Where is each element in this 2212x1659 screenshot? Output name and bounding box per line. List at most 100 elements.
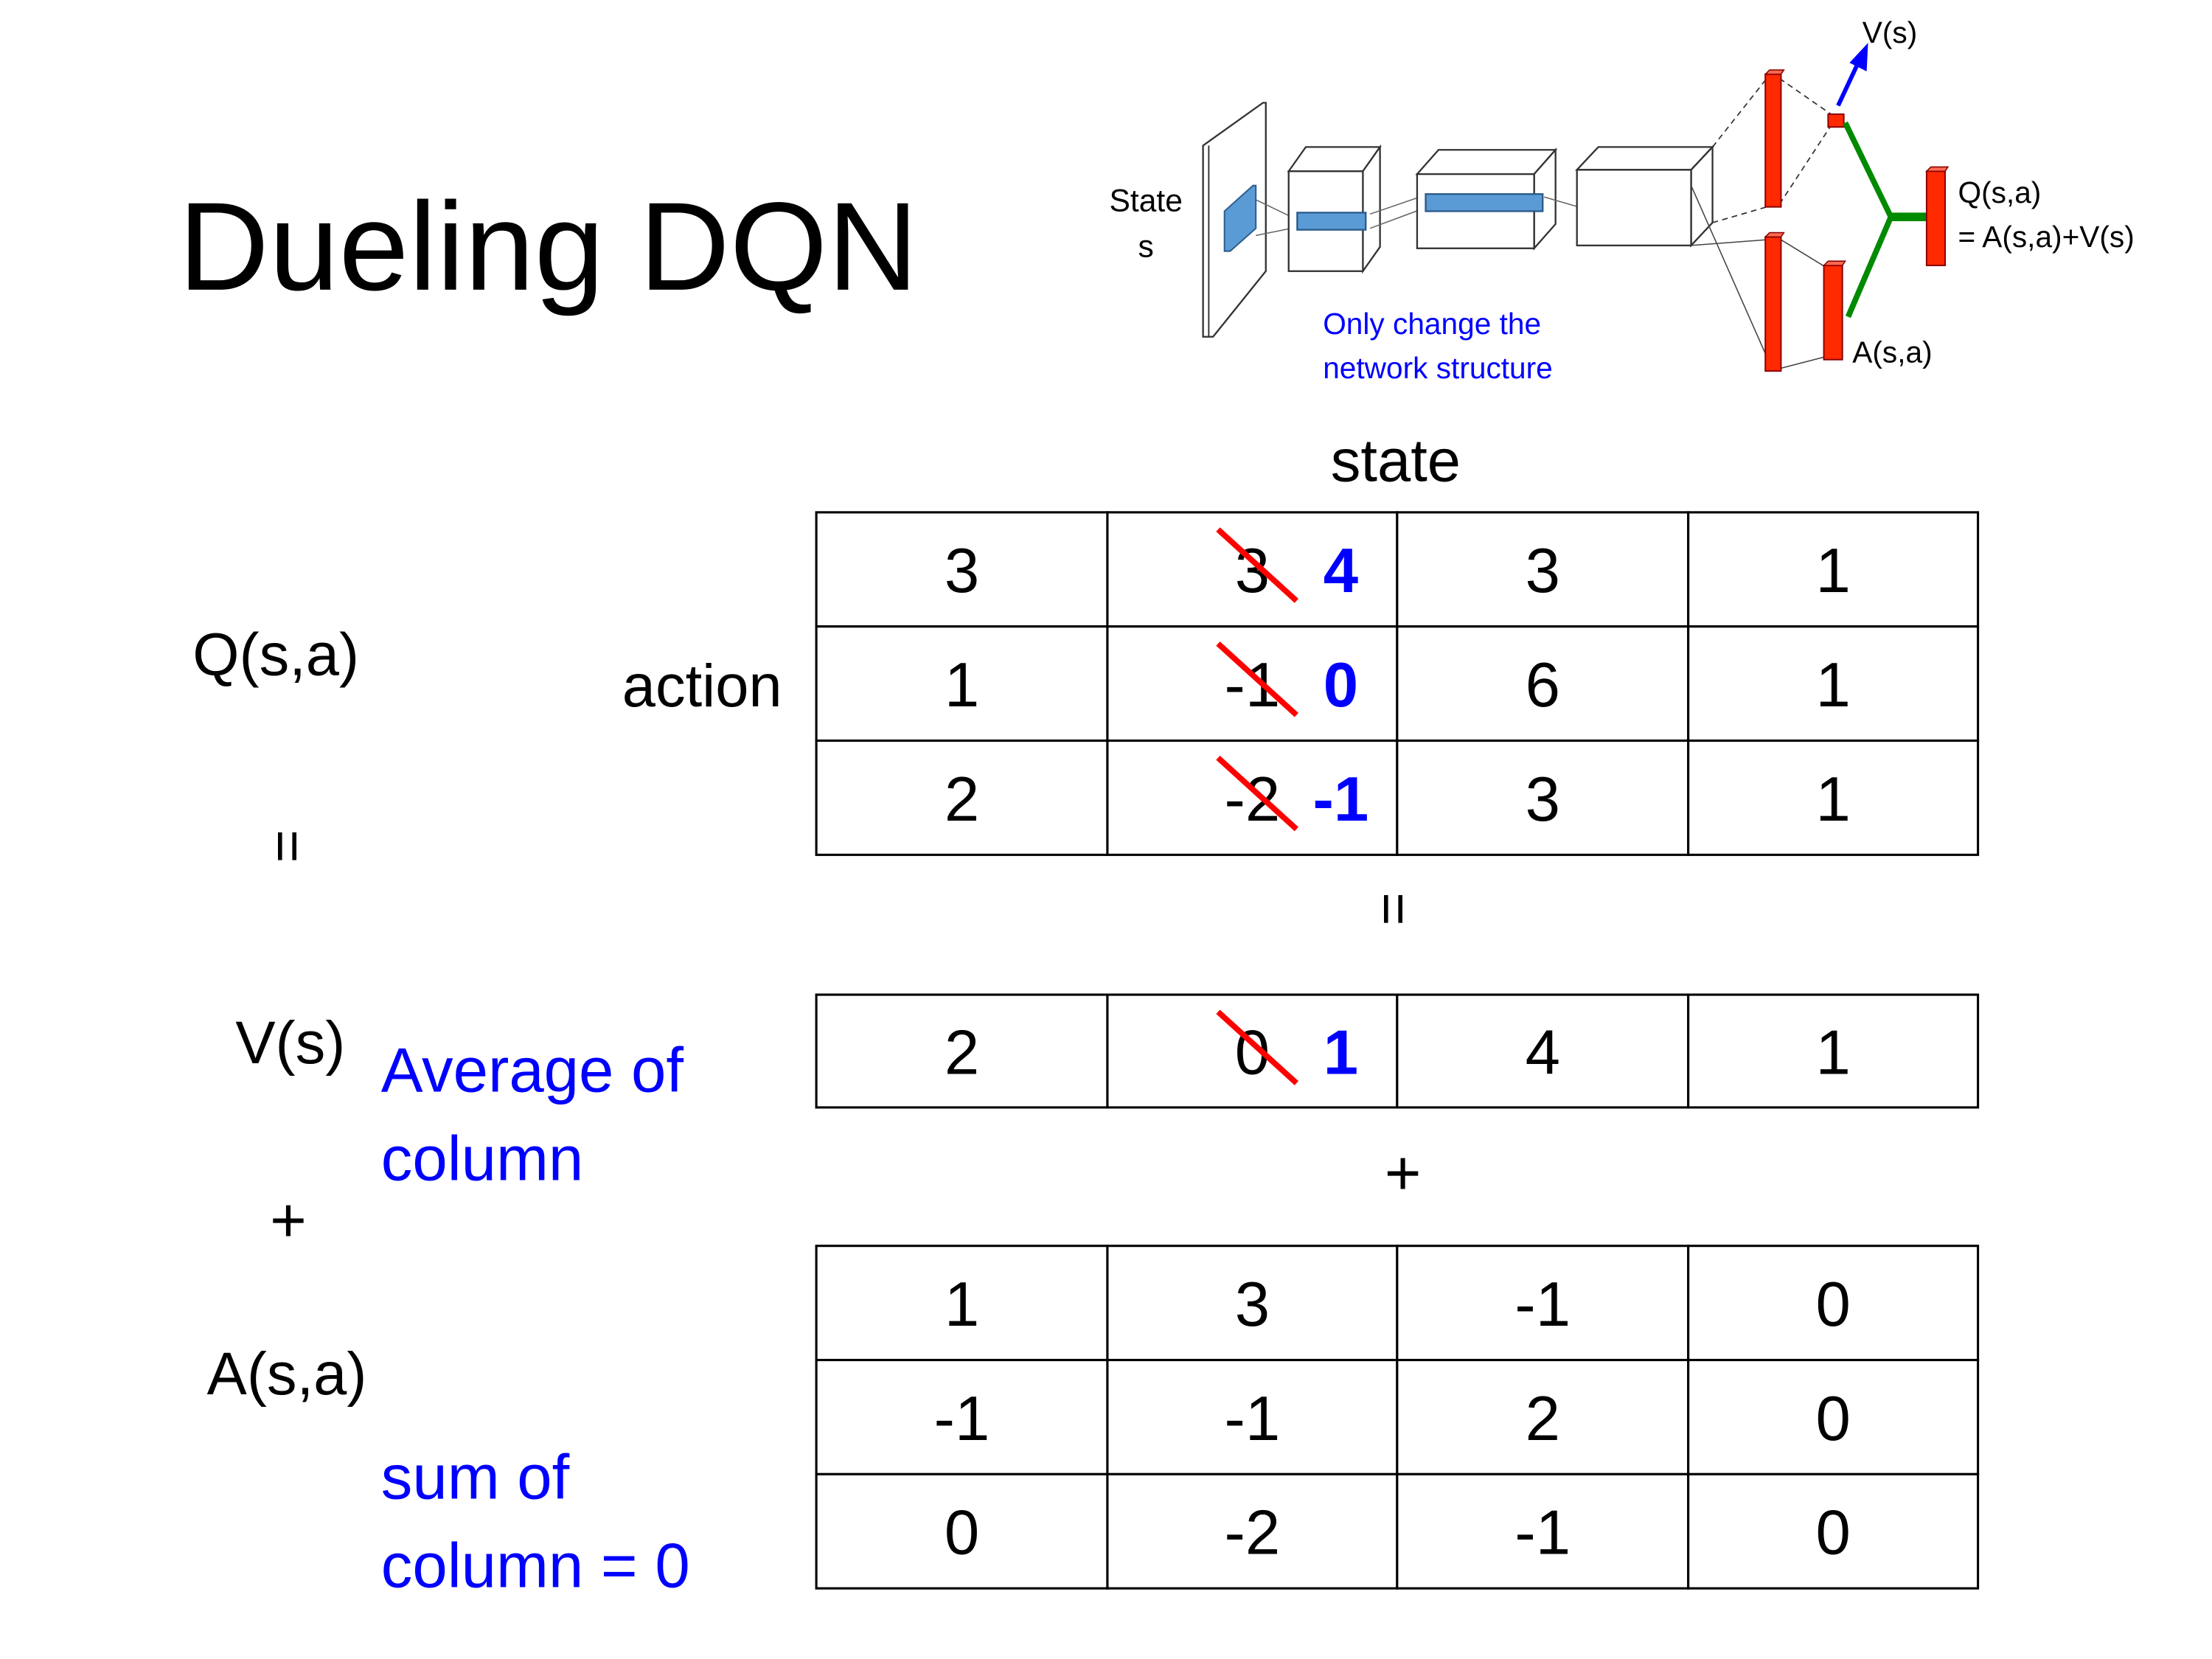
table-cell: 1 [1687,511,1980,628]
table-cell: -2 [1106,1472,1399,1590]
cell-value: -1 [934,1384,990,1454]
advantage-stream-layer [1764,232,1785,372]
equals-sign-left: = [256,830,319,863]
table-cell: 4 [1396,993,1690,1109]
table-cell: 0 [1687,1245,1980,1362]
cell-value: 2 [945,765,979,835]
table-cell: 3 [1396,739,1690,856]
table-cell: 1 [1687,739,1980,856]
cell-value: -1 [1514,1270,1571,1340]
cell-value: 1 [1815,536,1850,606]
diagram-note-line2: network structure [1323,351,1553,385]
table-cell: 3 [1106,1245,1399,1362]
cell-value: 2 [1526,1384,1560,1454]
equals-sign-middle: = [1362,892,1425,925]
new-value: -1 [1313,765,1369,835]
table-cell: 1 [1687,993,1980,1109]
value-arrow-icon [1836,43,1868,107]
table-row: 0 -2 -1 0 [815,1472,1980,1590]
cell-value: 1 [1815,650,1850,720]
cell-value: 3 [1526,536,1560,606]
conv-layer-2 [1415,147,1558,251]
cell-value: 3 [1526,765,1560,835]
a-label: A(s,a) [207,1340,367,1408]
table-cell: -1 0 [1106,625,1399,742]
value-output-node [1827,113,1845,128]
cell-value: 1 [945,650,979,720]
v-note-line1: Average of [381,1036,684,1106]
cell-value: 1 [1815,1018,1850,1088]
cell-value: -1 [1225,1384,1281,1454]
v-label: V(s) [235,1009,345,1077]
table-cell: -1 [1106,1358,1399,1475]
new-value: 1 [1324,1018,1358,1088]
table-cell: 0 [1687,1472,1980,1590]
action-axis-label: action [622,653,782,720]
table-cell: 6 [1396,625,1690,742]
cell-value: 3 [1235,1270,1270,1340]
diagram-state-label: State [1109,183,1182,218]
q-label: Q(s,a) [192,621,359,688]
table-row: -1 -1 2 0 [815,1358,1980,1475]
table-cell: 2 [1396,1358,1690,1475]
a-note-line1: sum of [381,1442,570,1512]
plus-sign-left: + [270,1186,307,1256]
table-cell: -1 [1396,1472,1690,1590]
cell-value: -1 [1514,1498,1571,1568]
cell-value: 6 [1526,650,1560,720]
strikethrough-mark [1216,527,1298,603]
advantage-output-layer [1822,260,1847,361]
table-cell: 1 [1687,625,1980,742]
table-row: 1 3 -1 0 [815,1245,1980,1362]
cell-value: 0 [1815,1498,1850,1568]
table-row: 1 -1 0 6 1 [815,625,1980,742]
table-cell: -1 [815,1358,1109,1475]
cell-value: 2 [945,1018,979,1088]
new-value: 0 [1324,650,1358,720]
conv-layer-3 [1575,145,1715,248]
plus-sign-middle: + [1385,1138,1422,1208]
cell-value: 1 [945,1270,979,1340]
old-value: -2 [1225,765,1281,835]
cell-value: 4 [1526,1018,1560,1088]
old-value: -1 [1225,650,1281,720]
table-cell: 3 [815,511,1109,628]
cell-value: 1 [1815,765,1850,835]
strikethrough-mark [1216,1009,1298,1085]
table-row: 2 -2 -1 3 1 [815,739,1980,856]
diagram-note-line1: Only change the [1323,307,1541,341]
cell-value: -2 [1225,1498,1281,1568]
table-cell: -2 -1 [1106,739,1399,856]
table-cell: -1 [1396,1245,1690,1362]
network-diagram: State s [1109,15,2134,385]
v-note-line2: column [381,1124,584,1194]
diagram-q-label: Q(s,a) [1958,175,2041,209]
cell-value: 0 [1815,1384,1850,1454]
table-cell: 3 [1396,511,1690,628]
diagram-a-label: A(s,a) [1852,335,1932,369]
diagram-q-formula: = A(s,a)+V(s) [1958,220,2134,254]
q-output-layer [1925,166,1950,266]
slide-title: Dueling DQN [178,177,918,317]
new-value: 4 [1324,536,1358,606]
table-cell: 1 [815,1245,1109,1362]
cell-value: 0 [1815,1270,1850,1340]
table-cell: 2 [815,993,1109,1109]
value-stream-layer [1764,69,1785,208]
conv-layer-1 [1287,144,1382,274]
diagram-state-symbol: s [1138,229,1154,264]
strikethrough-mark [1216,641,1298,717]
table-cell: 0 [815,1472,1109,1590]
table-cell: 1 [815,625,1109,742]
state-axis-label: state [1331,427,1461,494]
strikethrough-mark [1216,755,1298,832]
table-cell: 2 [815,739,1109,856]
diagram-v-label: V(s) [1863,15,1917,49]
